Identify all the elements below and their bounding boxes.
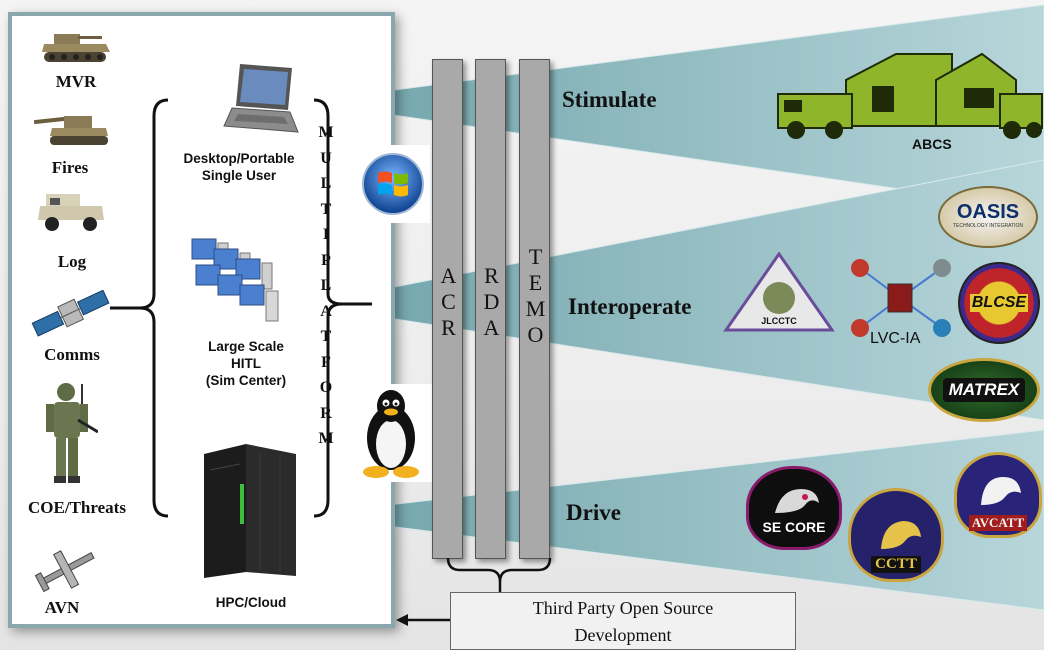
- unit-label-fires: Fires: [51, 158, 89, 177]
- secore-logo: SE CORE: [746, 466, 842, 550]
- blcse-logo: BLCSE: [958, 262, 1040, 344]
- truck-icon: [36, 190, 106, 234]
- platform-bracket: [313, 98, 372, 518]
- unit-label-log: Log: [57, 252, 87, 271]
- artillery-icon: [33, 108, 110, 148]
- column-acr: [432, 59, 463, 559]
- third-party-box: Third Party Open Source Development: [450, 592, 796, 650]
- oasis-logo: OASIS TECHNOLOGY INTEGRATION: [938, 186, 1038, 248]
- laptop-icon: [222, 60, 302, 140]
- tank-icon: [40, 26, 112, 68]
- lvcia-diagram: LVC-IA: [842, 252, 962, 352]
- aircraft-icon: [32, 546, 102, 593]
- unit-bracket: [110, 98, 169, 518]
- unit-label-comms: Comms: [44, 345, 100, 364]
- hpc-label: HPC/Cloud: [215, 595, 287, 610]
- linux-penguin-icon: [350, 384, 432, 482]
- return-arrow: [396, 614, 452, 626]
- unit-label-mvr: MVR: [55, 72, 97, 91]
- soldier-icon: [38, 378, 99, 488]
- avcatt-logo: AVCATT: [954, 452, 1042, 538]
- jlcctc-logo: JLCCTC: [722, 250, 836, 334]
- cctt-logo: CCTT: [848, 488, 944, 582]
- stage-stimulate: Stimulate: [562, 87, 657, 112]
- windows-logo-icon: [356, 145, 430, 223]
- columns-bracket: [446, 557, 552, 594]
- matrex-logo: MATREX: [928, 358, 1040, 422]
- stage-drive: Drive: [566, 500, 621, 525]
- server-icon: [200, 440, 300, 582]
- computer-cluster-icon: [186, 235, 298, 325]
- unit-label-coe-threats: COE/Threats: [28, 498, 126, 517]
- column-temo: [519, 59, 550, 559]
- hitl-label: Large Scale HITL (Sim Center): [205, 339, 287, 388]
- abcs-label: ABCS: [912, 136, 952, 152]
- satellite-icon: [30, 289, 112, 338]
- desktop-label: Desktop/Portable Single User: [183, 151, 295, 183]
- stage-interoperate: Interoperate: [568, 294, 692, 319]
- column-rda: [475, 59, 506, 559]
- unit-label-avn: AVN: [44, 598, 80, 617]
- abcs-vehicles-icon: [776, 40, 1044, 150]
